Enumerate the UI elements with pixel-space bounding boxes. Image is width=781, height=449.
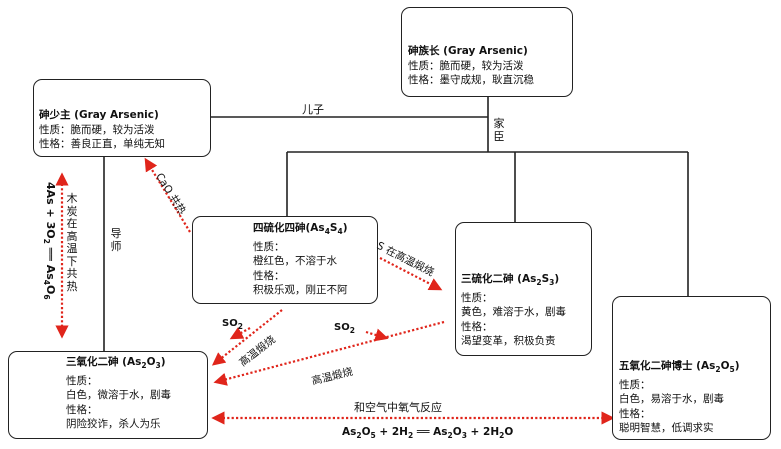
as4s4-personality: 积极乐观，刚正不阿 <box>253 284 348 297</box>
so2-label-b: SO2 <box>334 322 355 335</box>
as2s3-personality: 渴望变革，积极负责 <box>461 335 556 348</box>
as2s3-name: 三硫化二砷 (As2S3) <box>461 273 560 288</box>
as2o3-property: 白色，微溶于水，剧毒 <box>66 389 171 402</box>
so2b-arrow <box>365 328 389 342</box>
air-reaction-label: 和空气中氧气反应 <box>354 401 442 414</box>
as4s4-card <box>192 216 378 304</box>
combustion-equation: 4As + 3O2 ══ As4O6 <box>41 182 57 300</box>
as2o5-personality: 聪明智慧，低调求实 <box>619 422 714 435</box>
reduction-equation: As2O5 + 2H2 ══ As2O3 + 2H2O <box>342 426 514 441</box>
son-label: 儿子 <box>302 103 324 116</box>
patriarch-text: 砷族长 (Gray Arsenic) 性质：脆而硬，较为活泼 性格：墨守成规，耿… <box>408 44 534 88</box>
retainer-label: 家臣 <box>493 117 505 143</box>
as2o5-name: 五氧化二砷博士 (As2O5) <box>619 360 740 375</box>
young-lord-personality: 性格：善良正直，单纯无知 <box>39 138 165 150</box>
as2o3-name: 三氧化二砷 (As2O3) <box>66 356 166 371</box>
charcoal-label: 木炭在高温下共热 <box>66 192 78 293</box>
as2o3-personality-label: 性格： <box>66 403 98 416</box>
as4s4-property: 橙红色，不溶于水 <box>253 255 337 268</box>
as2o3-text: 三氧化二砷 (As2O3) 性质： 白色，微溶于水，剧毒 性格： 阴险狡诈，杀人… <box>66 355 171 432</box>
as2s3-property-label: 性质： <box>461 291 493 304</box>
young-lord-name: 砷少主 (Gray Arsenic) <box>39 109 159 121</box>
patriarch-personality: 性格：墨守成规，耿直沉稳 <box>408 74 534 86</box>
patriarch-property: 性质：脆而硬，较为活泼 <box>408 59 524 72</box>
as2o5-text: 五氧化二砷博士 (As2O5) 性质： 白色，易溶于水，剧毒 性格： 聪明智慧，… <box>619 359 740 436</box>
as4s4-name: 四硫化四砷(As4S4) <box>253 222 348 237</box>
as4s4-property-label: 性质： <box>253 240 285 253</box>
as2o5-personality-label: 性格： <box>619 407 651 420</box>
as2o5-property: 白色，易溶于水，剧毒 <box>619 393 724 406</box>
mentor-label: 导师 <box>110 227 122 253</box>
young-lord-text: 砷少主 (Gray Arsenic) 性质：脆而硬，较为活泼 性格：善良正直，单… <box>39 108 165 152</box>
as2o5-card <box>612 296 771 440</box>
as4s4-text: 四硫化四砷(As4S4) 性质： 橙红色，不溶于水 性格： 积极乐观，刚正不阿 <box>253 221 348 298</box>
as2o5-property-label: 性质： <box>619 378 651 391</box>
as2s3-property: 黄色，难溶于水，剧毒 <box>461 306 566 319</box>
as2o3-property-label: 性质： <box>66 374 98 387</box>
as2s3-card <box>455 222 592 356</box>
young-lord-card <box>33 79 211 157</box>
calcine1-arrow <box>211 309 283 366</box>
reaction-arrows <box>55 157 615 425</box>
as2o3-personality: 阴险狡诈，杀人为乐 <box>66 418 161 431</box>
patriarch-card <box>401 7 573 97</box>
tree-lines <box>103 96 689 352</box>
as2s3-text: 三硫化二砷 (As2S3) 性质： 黄色，难溶于水，剧毒 性格： 渴望变革，积极… <box>461 272 566 349</box>
as2o3-card <box>8 351 208 439</box>
so2-label-a: SO2 <box>222 318 243 331</box>
as4s4-personality-label: 性格： <box>253 269 285 282</box>
as2s3-personality-label: 性格： <box>461 320 493 333</box>
so2a-arrow <box>229 327 251 340</box>
cao-arrow <box>144 157 191 233</box>
young-lord-property: 性质：脆而硬，较为活泼 <box>39 123 155 136</box>
patriarch-name: 砷族长 (Gray Arsenic) <box>408 45 528 57</box>
